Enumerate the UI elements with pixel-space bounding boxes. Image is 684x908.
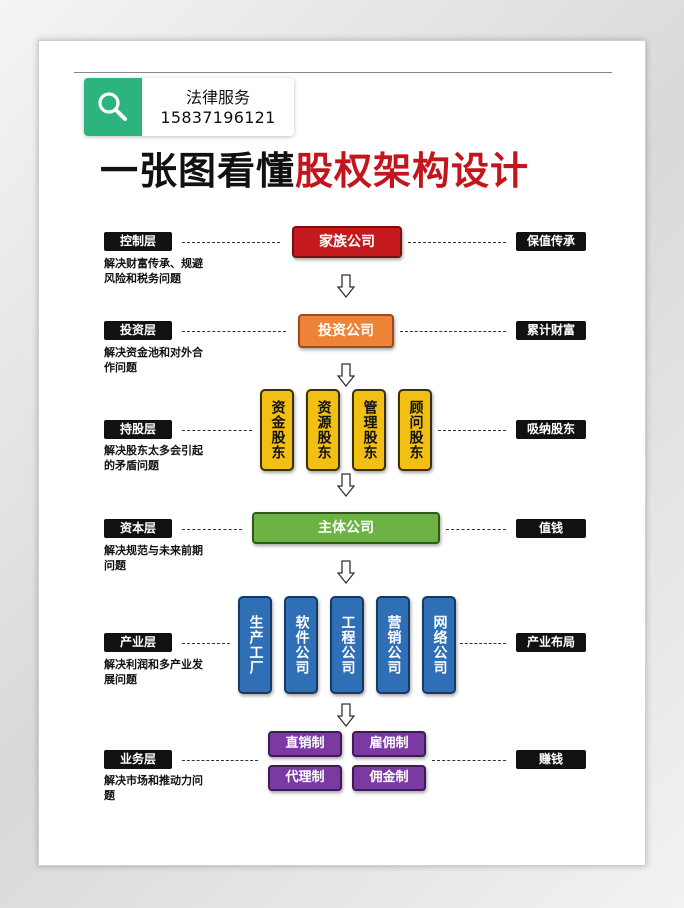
search-icon — [98, 92, 127, 121]
connector-line — [408, 242, 506, 243]
layer-label-industry: 产业层 — [104, 633, 172, 652]
desc-line: 风险和税务问题 — [104, 272, 181, 285]
layer-right-holding: 吸纳股东 — [516, 420, 586, 439]
search-widget[interactable]: 法律服务 15837196121 — [84, 78, 294, 136]
desc-line: 解决股东太多会引起 — [104, 444, 203, 457]
desc-line: 展问题 — [104, 673, 137, 686]
node-family-company: 家族公司 — [292, 226, 402, 258]
desc-line: 问题 — [104, 559, 126, 572]
desc-line: 题 — [104, 789, 115, 802]
desc-line: 解决利润和多产业发 — [104, 658, 203, 671]
connector-line — [182, 643, 230, 644]
arrow-down-icon — [337, 560, 355, 584]
node-industry-engineering: 工程公司 — [330, 596, 364, 694]
arrow-down-icon — [337, 473, 355, 497]
connector-line — [182, 760, 258, 761]
layer-desc-holding: 解决股东太多会引起的矛盾问题 — [104, 443, 203, 473]
layer-label-holding: 持股层 — [104, 420, 172, 439]
node-business-employ: 雇佣制 — [352, 731, 426, 757]
layer-desc-capital: 解决规范与未来前期问题 — [104, 543, 203, 573]
title-part1: 一张图看懂 — [100, 149, 296, 193]
layer-label-business: 业务层 — [104, 750, 172, 769]
connector-line — [400, 331, 506, 332]
node-business-agent: 代理制 — [268, 765, 342, 791]
layer-right-business: 赚钱 — [516, 750, 586, 769]
page-title: 一张图看懂股权架构设计 — [100, 140, 529, 195]
node-business-commission: 佣金制 — [352, 765, 426, 791]
desc-line: 作问题 — [104, 361, 137, 374]
node-invest-company: 投资公司 — [298, 314, 394, 348]
node-industry-factory: 生产工厂 — [238, 596, 272, 694]
layer-right-invest: 累计财富 — [516, 321, 586, 340]
phone-text: 15837196121 — [160, 108, 276, 127]
search-button[interactable] — [84, 78, 142, 136]
layer-desc-industry: 解决利润和多产业发展问题 — [104, 657, 203, 687]
node-industry-marketing: 营销公司 — [376, 596, 410, 694]
desc-line: 解决规范与未来前期 — [104, 544, 203, 557]
layer-right-industry: 产业布局 — [516, 633, 586, 652]
layer-label-invest: 投资层 — [104, 321, 172, 340]
node-main-company: 主体公司 — [252, 512, 440, 544]
title-part2: 股权架构设计 — [295, 149, 530, 193]
connector-line — [182, 331, 286, 332]
connector-line — [182, 529, 242, 530]
node-holder-management: 管理股东 — [352, 389, 386, 471]
node-business-direct: 直销制 — [268, 731, 342, 757]
connector-line — [432, 760, 506, 761]
desc-line: 解决财富传承、规避 — [104, 257, 203, 270]
desc-line: 解决市场和推动力问 — [104, 774, 203, 787]
layer-desc-control: 解决财富传承、规避风险和税务问题 — [104, 256, 203, 286]
desc-line: 解决资金池和对外合 — [104, 346, 203, 359]
layer-label-control: 控制层 — [104, 232, 172, 251]
connector-line — [460, 643, 506, 644]
layer-right-capital: 值钱 — [516, 519, 586, 538]
arrow-down-icon — [337, 703, 355, 727]
layer-desc-business: 解决市场和推动力问题 — [104, 773, 203, 803]
connector-line — [446, 529, 506, 530]
arrow-down-icon — [337, 274, 355, 298]
top-divider — [74, 72, 612, 73]
layer-right-control: 保值传承 — [516, 232, 586, 251]
connector-line — [182, 430, 252, 431]
connector-line — [438, 430, 506, 431]
node-industry-network: 网络公司 — [422, 596, 456, 694]
node-holder-resource: 资源股东 — [306, 389, 340, 471]
node-holder-advisor: 顾问股东 — [398, 389, 432, 471]
layer-label-capital: 资本层 — [104, 519, 172, 538]
arrow-down-icon — [337, 363, 355, 387]
layer-desc-invest: 解决资金池和对外合作问题 — [104, 345, 203, 375]
service-text: 法律服务 — [185, 88, 250, 107]
connector-line — [182, 242, 280, 243]
node-industry-software: 软件公司 — [284, 596, 318, 694]
node-holder-capital: 资金股东 — [260, 389, 294, 471]
desc-line: 的矛盾问题 — [104, 459, 159, 472]
